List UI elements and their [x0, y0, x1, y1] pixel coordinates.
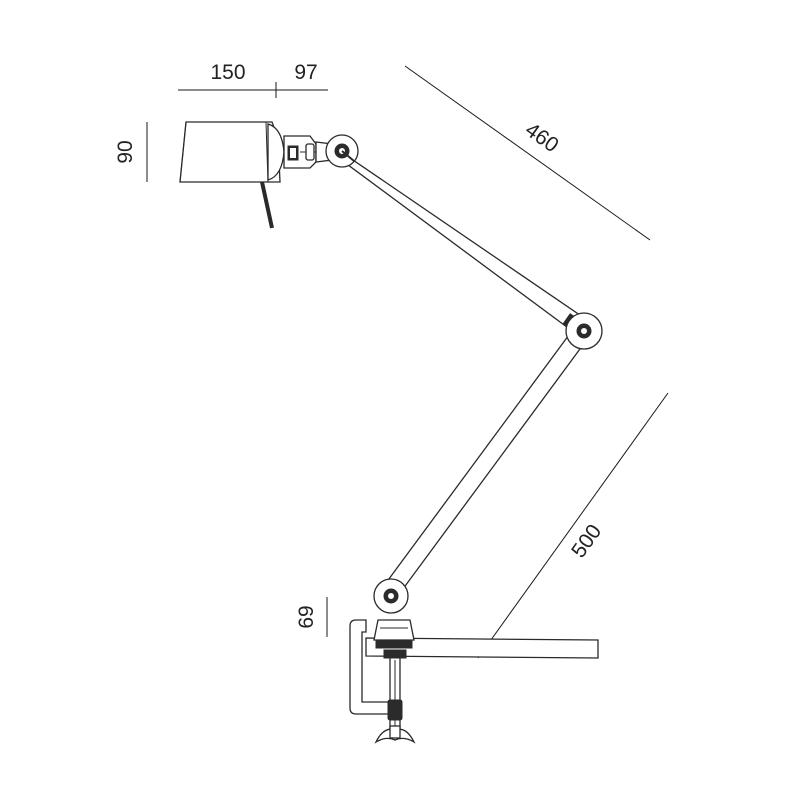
lamp-shade [179, 121, 285, 229]
label-150: 150 [210, 61, 245, 84]
upper-arm [335, 140, 600, 337]
dimension-upper-arm: 460 [404, 65, 651, 241]
label-69: 69 [295, 605, 318, 628]
desk-top [365, 637, 599, 659]
dimension-shade-width: 150 97 [178, 61, 328, 98]
label-460: 460 [521, 118, 563, 157]
clamp [349, 619, 416, 744]
head-bracket [283, 135, 333, 169]
dimension-shade-height: 90 [114, 122, 148, 182]
lower-arm [382, 323, 592, 598]
label-500: 500 [567, 520, 606, 562]
elbow-joint [565, 312, 603, 350]
base-joint [373, 578, 409, 614]
dimension-base-height: 69 [295, 597, 328, 637]
label-97: 97 [294, 61, 317, 84]
label-90: 90 [114, 140, 137, 163]
head-joint [325, 134, 359, 168]
